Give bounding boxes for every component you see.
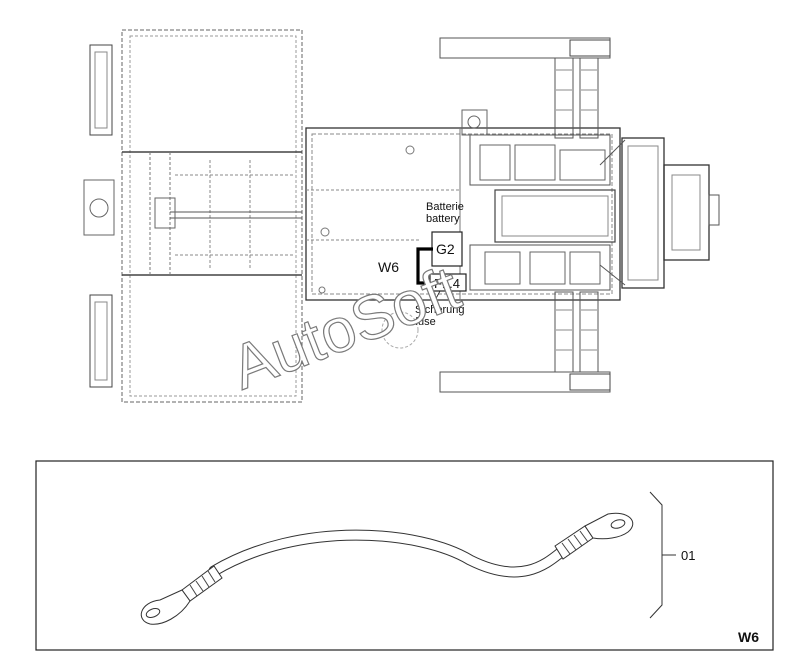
cable-code-label: W6	[378, 259, 399, 275]
cable-w6	[416, 247, 433, 285]
fuse-code: F1.4	[434, 276, 460, 291]
right-ring-terminal	[584, 512, 634, 540]
battery-label-en: battery	[426, 213, 460, 225]
watermark: AutoSoft	[222, 253, 469, 403]
left-crimp-sleeve	[181, 565, 223, 602]
fuse-label-en: fuse	[415, 316, 436, 328]
right-crimp-sleeve	[554, 525, 594, 560]
detail-panel-frame	[35, 460, 774, 651]
cable-assembly	[140, 512, 634, 625]
battery-label-de: Batterie	[426, 201, 464, 213]
left-ring-terminal	[140, 589, 191, 625]
part-callout-label: 01	[681, 548, 695, 563]
fuse-leader-line	[431, 290, 441, 307]
vehicle-outline	[83, 29, 720, 403]
battery-code: G2	[436, 241, 455, 257]
panel-code-label: W6	[738, 629, 759, 645]
battery-box	[431, 231, 463, 267]
callout-bracket	[649, 491, 663, 619]
fuse-label-de: Sicherung	[415, 304, 465, 316]
